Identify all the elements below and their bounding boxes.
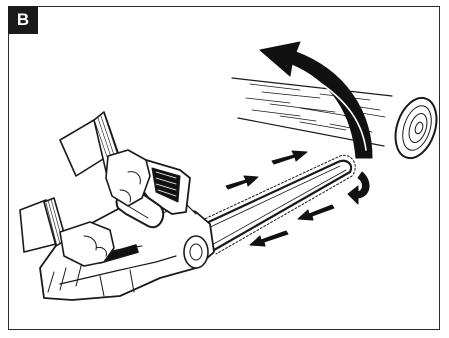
curved-arrow-icon (260, 42, 372, 158)
upper-hand (60, 112, 150, 206)
lower-hand (20, 198, 114, 266)
